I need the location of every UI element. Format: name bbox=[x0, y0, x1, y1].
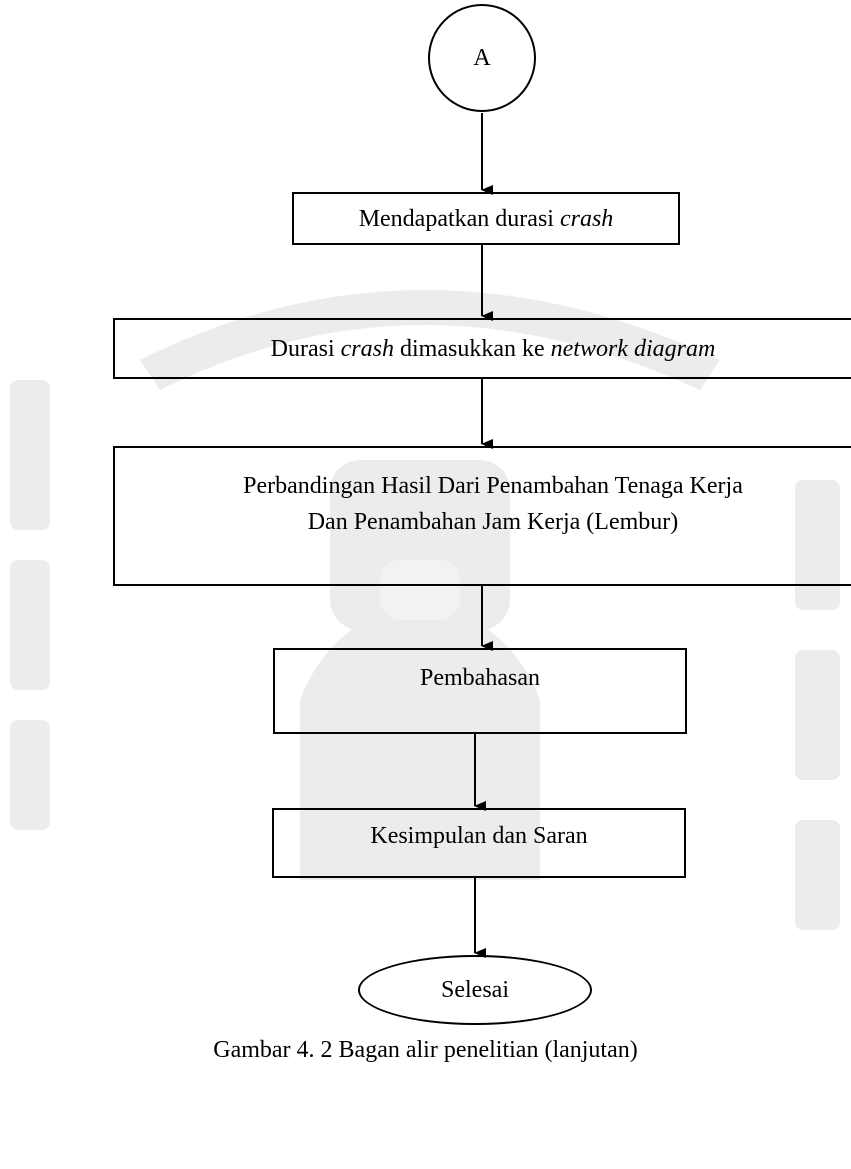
step-conclusion: Kesimpulan dan Saran bbox=[272, 808, 686, 878]
step-discussion-label: Pembahasan bbox=[420, 665, 540, 691]
step-comparison-label: Perbandingan Hasil Dari Penambahan Tenag… bbox=[243, 473, 743, 535]
connector-a: A bbox=[428, 4, 536, 112]
step-network-diagram: Durasi crash dimasukkan ke network diagr… bbox=[113, 318, 851, 379]
step-discussion: Pembahasan bbox=[273, 648, 687, 734]
step-comparison: Perbandingan Hasil Dari Penambahan Tenag… bbox=[113, 446, 851, 586]
step-crash-duration: Mendapatkan durasi crash bbox=[292, 192, 680, 245]
step-crash-duration-label: Mendapatkan durasi crash bbox=[358, 205, 614, 232]
step-network-diagram-label: Durasi crash dimasukkan ke network diagr… bbox=[270, 335, 716, 362]
connector-a-label: A bbox=[473, 45, 491, 71]
end-terminator: Selesai bbox=[358, 955, 592, 1025]
figure-caption: Gambar 4. 2 Bagan alir penelitian (lanju… bbox=[213, 1037, 638, 1063]
end-terminator-label: Selesai bbox=[441, 977, 509, 1003]
step-conclusion-label: Kesimpulan dan Saran bbox=[370, 823, 588, 849]
